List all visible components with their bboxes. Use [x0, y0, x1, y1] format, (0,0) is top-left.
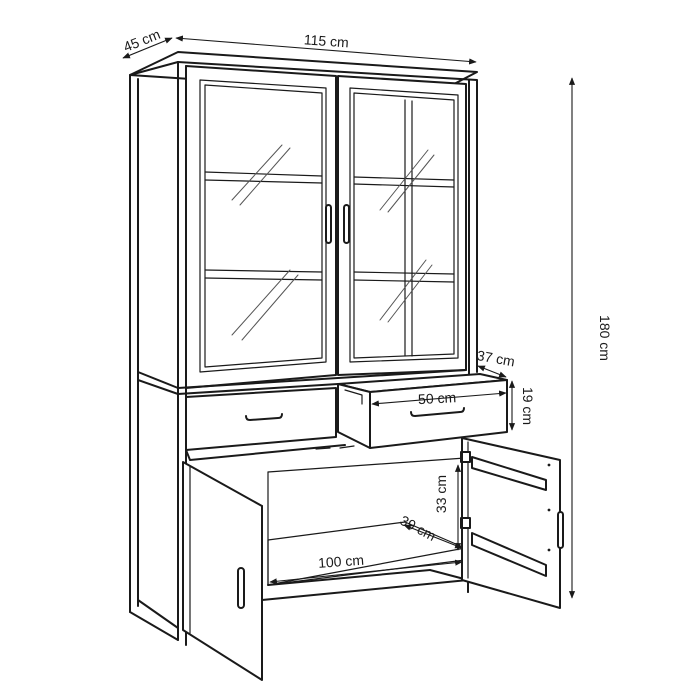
left-top-rail	[129, 61, 179, 76]
shelf-lower-right-2	[353, 279, 455, 283]
reflection-4	[241, 274, 299, 341]
left-glass-door[interactable]	[185, 65, 337, 389]
shelf-upper-right-2	[353, 183, 455, 188]
right-glass-pane	[353, 92, 455, 359]
upper-front-frame	[177, 61, 478, 373]
lower-cabinet	[182, 437, 564, 681]
left-glass-door-frame	[199, 79, 327, 373]
shelf-lower-left-2	[204, 277, 323, 281]
label-height: 180 cm	[597, 315, 613, 361]
reflection-3	[231, 269, 291, 336]
label-inner-height: 33 cm	[433, 475, 449, 513]
label-drawer-height: 19 cm	[520, 387, 536, 425]
left-door-handle[interactable]	[325, 204, 332, 244]
reflection-1	[231, 144, 283, 201]
dimension-labels: 45 cm 115 cm 180 cm 37 cm 50 cm 19 cm 33…	[121, 26, 613, 571]
left-bottom-rail	[129, 611, 179, 641]
left-bottom-rail-2	[137, 599, 179, 629]
glass-doors	[185, 65, 467, 389]
lower-left-door[interactable]	[182, 461, 263, 681]
reflection-5	[379, 149, 429, 211]
door-rack-upper	[471, 456, 547, 491]
right-glass-door[interactable]	[337, 75, 467, 376]
label-drawer-width: 50 cm	[418, 389, 457, 407]
shelf-lower-right	[353, 271, 455, 275]
left-drawer-handle[interactable]	[245, 413, 283, 421]
drawer-runner	[315, 447, 331, 450]
dim-inner-depth-line	[403, 524, 463, 549]
dim-inner-width-line	[269, 559, 463, 585]
lower-right-door-handle[interactable]	[557, 511, 564, 549]
label-width: 115 cm	[303, 31, 349, 50]
base-rail-back	[267, 569, 431, 586]
left-mid-rail	[137, 371, 179, 389]
lower-left-door-handle[interactable]	[237, 567, 245, 609]
right-glass-door-frame	[349, 87, 459, 363]
dimension-lines	[122, 35, 576, 599]
door-peg-3	[547, 548, 551, 552]
reflection-6	[387, 154, 435, 213]
shelf-lower-left	[204, 269, 323, 273]
mid-shelf-top	[177, 369, 467, 389]
label-inner-width: 100 cm	[318, 552, 365, 571]
open-drawer-inner	[344, 389, 363, 405]
drawer-bottom-rail	[185, 444, 346, 461]
dim-drawer-depth-line	[477, 365, 507, 378]
door-peg-1	[547, 463, 551, 467]
open-drawer-handle[interactable]	[410, 407, 465, 417]
mid-shelf-top-2	[177, 383, 339, 395]
label-drawer-depth: 37 cm	[476, 347, 516, 369]
reflection-2	[239, 147, 291, 206]
label-inner-depth: 39 cm	[397, 512, 438, 544]
reflection-7	[379, 259, 427, 321]
open-drawer-side	[337, 383, 371, 449]
shelf-upper-left-2	[204, 179, 323, 184]
left-mid-rail-2	[137, 379, 179, 395]
shelf-upper-left	[204, 171, 323, 177]
right-door-handle[interactable]	[343, 204, 350, 244]
drawer-runner-2	[339, 445, 355, 449]
shelf-upper-right	[353, 176, 455, 181]
door-rack-lower	[471, 532, 547, 577]
dim-drawer-width-line	[371, 390, 507, 407]
dim-width-line	[175, 35, 477, 65]
dim-depth-line	[122, 37, 173, 59]
door-peg-2	[547, 508, 551, 512]
left-glass-pane	[204, 84, 323, 368]
reflection-8	[387, 264, 433, 323]
